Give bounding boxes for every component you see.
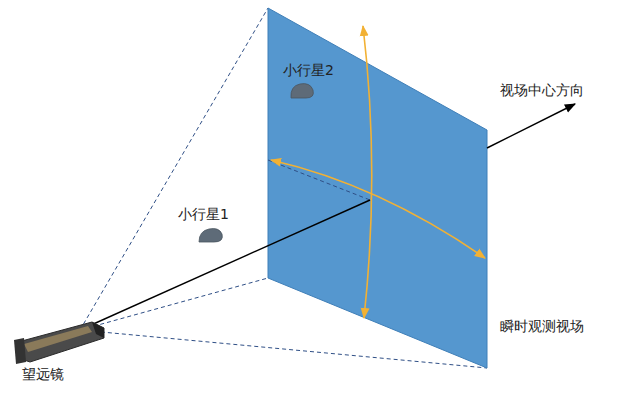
view-cone <box>268 160 370 200</box>
text-label: 望远镜 <box>22 365 64 383</box>
telescope-icon <box>14 322 104 364</box>
text-label: 视场中心方向 <box>500 81 584 99</box>
center-direction-arrow <box>487 104 575 148</box>
observation-field-panel <box>268 8 487 368</box>
view-cone <box>80 8 487 368</box>
asteroid <box>199 229 222 242</box>
text-label: 小行星1 <box>178 205 229 223</box>
scan-arc <box>363 26 372 318</box>
asteroid <box>291 84 313 98</box>
center-direction-line <box>80 200 370 330</box>
scan-arc <box>271 160 485 258</box>
text-label: 瞬时观测视场 <box>500 317 584 335</box>
text-label: 小行星2 <box>283 61 334 79</box>
